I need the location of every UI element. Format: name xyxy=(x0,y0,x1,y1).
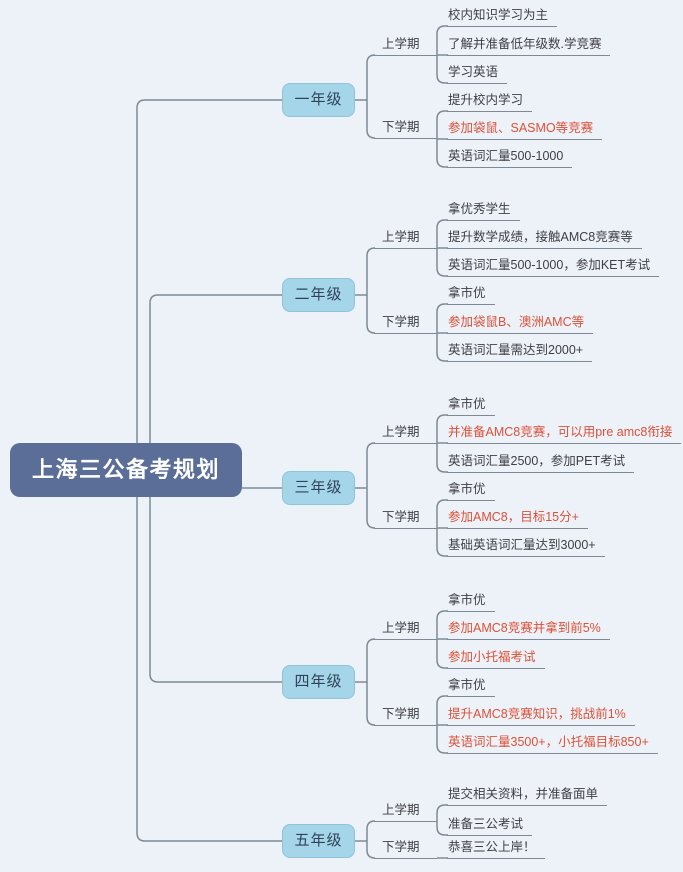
grade-node-5[interactable]: 五年级 xyxy=(282,824,355,858)
topic-item[interactable]: 校内知识学习为主 xyxy=(447,5,558,27)
topic-item[interactable]: 英语词汇量2500，参加PET考试 xyxy=(447,451,635,473)
topic-item[interactable]: 拿市优 xyxy=(447,675,495,697)
semester-label[interactable]: 下学期 xyxy=(374,837,437,859)
topic-item[interactable]: 参加小托福考试 xyxy=(447,647,545,669)
topic-item[interactable]: 提升AMC8竞赛知识，挑战前1% xyxy=(447,704,635,726)
topic-item[interactable]: 参加袋鼠B、澳洲AMC等 xyxy=(447,312,594,334)
topic-item[interactable]: 参加AMC8，目标15分+ xyxy=(447,507,588,529)
root-node[interactable]: 上海三公备考规划 xyxy=(10,443,242,497)
semester-label[interactable]: 下学期 xyxy=(374,704,437,726)
topic-item[interactable]: 拿市优 xyxy=(447,283,495,305)
semester-label[interactable]: 下学期 xyxy=(374,507,437,529)
topic-item[interactable]: 提升数学成绩，接触AMC8竞赛等 xyxy=(447,227,642,249)
topic-item[interactable]: 拿优秀学生 xyxy=(447,199,520,221)
semester-label[interactable]: 下学期 xyxy=(374,312,437,334)
topic-item[interactable]: 并准备AMC8竞赛，可以用pre amc8衔接 xyxy=(447,422,682,444)
topic-item[interactable]: 英语词汇量需达到2000+ xyxy=(447,340,593,362)
topic-item[interactable]: 参加AMC8竞赛并拿到前5% xyxy=(447,618,610,640)
semester-label[interactable]: 上学期 xyxy=(374,800,437,822)
topic-item[interactable]: 拿市优 xyxy=(447,590,495,612)
topic-item[interactable]: 英语词汇量500-1000 xyxy=(447,146,573,168)
topic-item[interactable]: 拿市优 xyxy=(447,479,495,501)
topic-item[interactable]: 提交相关资料，并准备面单 xyxy=(447,784,608,806)
grade-node-3[interactable]: 三年级 xyxy=(282,471,355,505)
topic-item[interactable]: 英语词汇量500-1000，参加KET考试 xyxy=(447,255,660,277)
semester-label[interactable]: 上学期 xyxy=(374,34,437,56)
semester-label[interactable]: 上学期 xyxy=(374,422,437,444)
topic-item[interactable]: 准备三公考试 xyxy=(447,814,533,836)
topic-item[interactable]: 基础英语词汇量达到3000+ xyxy=(447,535,605,557)
topic-item[interactable]: 了解并准备低年级数.学竞赛 xyxy=(447,34,611,56)
grade-node-1[interactable]: 一年级 xyxy=(282,83,355,117)
topic-item[interactable]: 英语词汇量3500+，小托福目标850+ xyxy=(447,732,658,754)
topic-item[interactable]: 学习英语 xyxy=(447,62,508,84)
semester-label[interactable]: 下学期 xyxy=(374,117,437,139)
topic-item[interactable]: 恭喜三公上岸！ xyxy=(447,837,545,859)
topic-item[interactable]: 拿市优 xyxy=(447,394,495,416)
topic-item[interactable]: 提升校内学习 xyxy=(447,90,533,112)
semester-label[interactable]: 上学期 xyxy=(374,618,437,640)
grade-node-4[interactable]: 四年级 xyxy=(282,665,355,699)
topic-item[interactable]: 参加袋鼠、SASMO等竞赛 xyxy=(447,118,603,140)
grade-node-2[interactable]: 二年级 xyxy=(282,278,355,312)
semester-label[interactable]: 上学期 xyxy=(374,227,437,249)
